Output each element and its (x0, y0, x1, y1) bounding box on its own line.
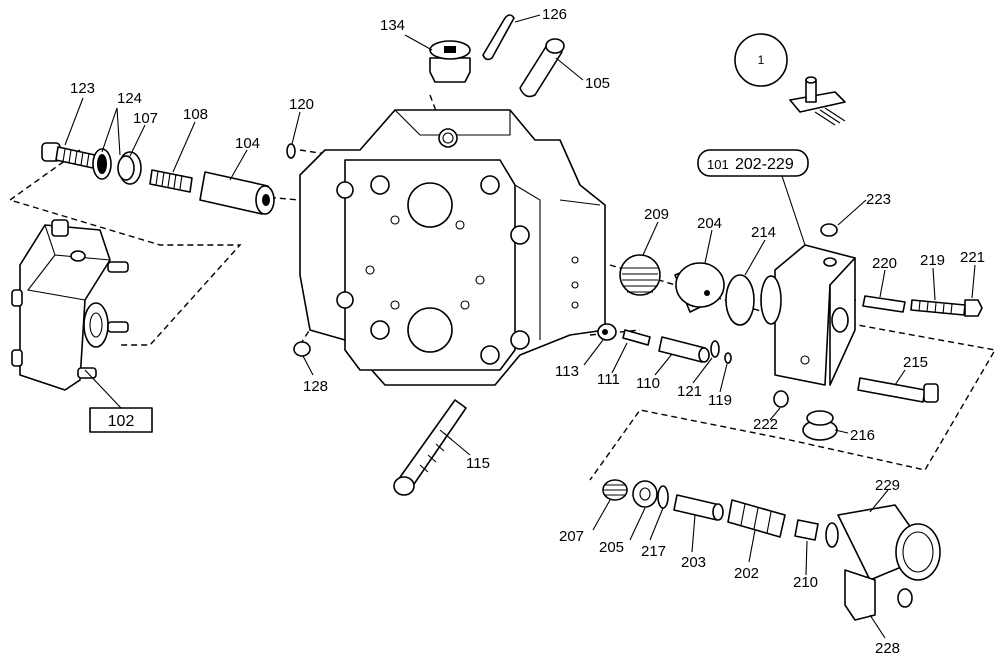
part-223-plug (820, 223, 838, 237)
part-128-plug (293, 341, 311, 357)
part-215-bolt (857, 377, 939, 403)
part-119-clip (724, 352, 732, 364)
label-128: 128 (303, 378, 328, 395)
view-indicator-label: 1 (758, 53, 765, 67)
label-228: 228 (875, 640, 900, 657)
label-220: 220 (872, 255, 897, 272)
part-222-plug (773, 390, 789, 408)
part-207-spring (602, 479, 628, 501)
part-124-seal-rings (92, 148, 112, 180)
reference-callout-range: 202-229 (735, 156, 794, 173)
part-203-spool (673, 494, 724, 521)
assembly-102-block (11, 219, 129, 391)
part-111-pin (622, 329, 651, 346)
assembly-label-box: 102 (84, 369, 153, 433)
part-209-spring (619, 254, 661, 296)
label-120: 120 (289, 96, 314, 113)
label-202: 202 (734, 565, 759, 582)
label-126: 126 (542, 6, 567, 23)
part-115-bolt (393, 399, 467, 496)
reference-callout-prefix: 101 (707, 157, 729, 172)
label-111: 111 (597, 371, 620, 388)
part-219-screw (910, 299, 966, 316)
valve-block (760, 244, 856, 386)
label-229: 229 (875, 477, 900, 494)
label-124: 124 (117, 90, 142, 107)
part-202-spool (727, 499, 786, 538)
part-134-plug (429, 40, 471, 83)
label-210: 210 (793, 574, 818, 591)
part-217-ring (657, 485, 669, 509)
label-119: 119 (708, 392, 732, 409)
label-134: 134 (380, 17, 405, 34)
label-204: 204 (697, 215, 722, 232)
label-110: 110 (636, 375, 660, 392)
label-222: 222 (753, 416, 778, 433)
part-126-pin (482, 14, 515, 61)
part-216-plug (802, 410, 838, 441)
part-104-sleeve (199, 171, 275, 215)
label-203: 203 (681, 554, 706, 571)
main-pump-housing (299, 109, 606, 386)
label-205: 205 (599, 539, 624, 556)
part-107-ring (117, 151, 142, 185)
label-219: 219 (920, 252, 945, 269)
label-115: 115 (466, 455, 490, 472)
label-223: 223 (866, 191, 891, 208)
part-210-ring (794, 519, 819, 541)
reference-callout: 101 202-229 (697, 149, 809, 246)
part-110-spool (658, 336, 710, 363)
part-228-connector (844, 569, 913, 621)
label-216: 216 (850, 427, 875, 444)
label-209: 209 (644, 206, 669, 223)
label-107: 107 (133, 110, 158, 127)
part-221-nut (964, 299, 983, 317)
label-207: 207 (559, 528, 584, 545)
assembly-label: 102 (108, 413, 135, 430)
part-121-washer (710, 340, 720, 358)
label-221: 221 (960, 249, 985, 266)
part-214-oring (725, 274, 755, 326)
view-indicator: 1 (734, 33, 846, 126)
leader-lines (64, 14, 976, 639)
part-123-bolt (41, 142, 96, 169)
part-108-spring (149, 169, 193, 193)
label-104: 104 (235, 135, 260, 152)
part-204-piston (674, 262, 725, 313)
part-220-pin (862, 295, 906, 313)
part-113-nut (597, 323, 617, 341)
part-229-solenoid (825, 504, 941, 581)
part-105-pin (519, 38, 565, 98)
part-labels: 126 134 105 123 124 107 108 104 120 128 … (70, 6, 985, 657)
label-121: 121 (677, 383, 702, 400)
label-217: 217 (641, 543, 666, 560)
label-108: 108 (183, 106, 208, 123)
part-120-oring (286, 143, 296, 159)
label-105: 105 (585, 75, 610, 92)
label-113: 113 (555, 363, 579, 380)
label-215: 215 (903, 354, 928, 371)
label-123: 123 (70, 80, 95, 97)
part-205-cap (632, 480, 658, 508)
label-214: 214 (751, 224, 776, 241)
